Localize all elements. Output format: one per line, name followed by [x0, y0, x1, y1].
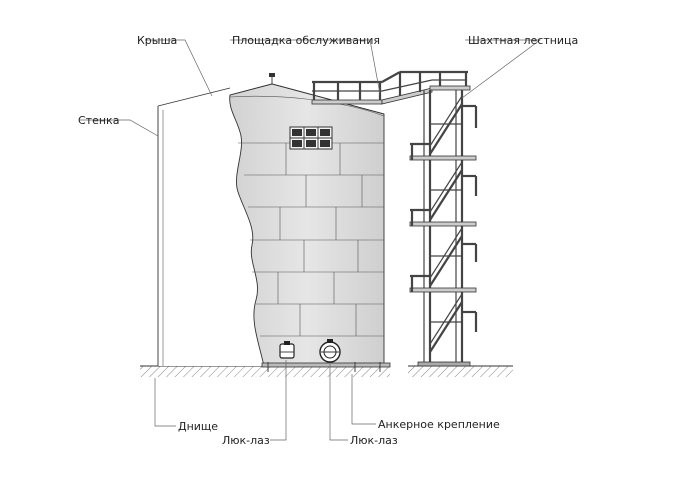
label-platform: Площадка обслуживания — [232, 34, 380, 47]
tank-cutaway-wall — [157, 87, 265, 366]
large-hatch — [319, 339, 341, 363]
ground — [140, 365, 513, 377]
small-hatch — [279, 341, 295, 359]
label-hatch-bottom: Люк-лаз — [350, 434, 398, 447]
service-platform — [311, 70, 471, 105]
leader-lines — [80, 39, 542, 441]
label-roof: Крыша — [137, 34, 177, 47]
label-stair: Шахтная лестница — [468, 34, 578, 47]
tank-window — [289, 126, 333, 150]
label-bottom: Днище — [178, 420, 218, 433]
stair-tower — [409, 90, 478, 367]
tank-shell — [229, 73, 391, 372]
label-wall: Стенка — [78, 114, 119, 127]
label-hatch-wall: Люк-лаз — [222, 434, 270, 447]
label-anchor: Анкерное крепление — [378, 418, 500, 431]
